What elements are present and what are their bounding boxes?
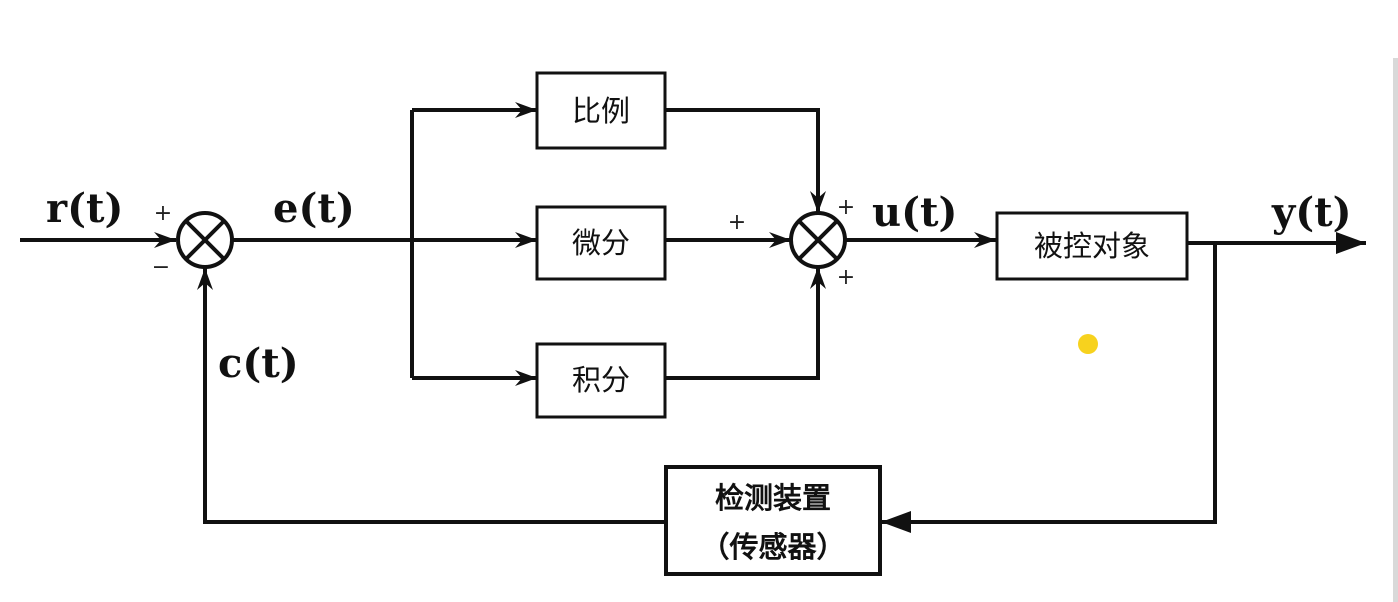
proportional-block (535, 71, 667, 150)
derivative-block (535, 205, 667, 281)
sum1-feedback-sign: − (152, 255, 170, 280)
reference-signal-label: r(t) (46, 185, 123, 232)
derivative-label: 微分 (572, 226, 630, 260)
sensor-label-line1: 检测装置 (715, 481, 831, 515)
summing-junction-2 (789, 211, 847, 269)
error-signal-label: e(t) (273, 185, 355, 232)
feedback-signal-label: c(t) (218, 340, 299, 387)
sensor-block (664, 465, 882, 576)
integral-label: 积分 (572, 363, 630, 397)
plant-label: 被控对象 (1034, 229, 1150, 263)
proportional-to-sum-line (665, 108, 826, 213)
proportional-label: 比例 (572, 94, 630, 128)
plant-block (995, 211, 1189, 281)
sensor-label-line2: （传感器） (700, 530, 845, 564)
integral-to-sum-line (665, 267, 826, 380)
sum2-top-sign: + (837, 195, 855, 220)
sum2-left-sign: + (728, 210, 746, 235)
integral-block (535, 342, 667, 419)
pointer-marker-dot (1078, 334, 1098, 354)
connections (20, 102, 1366, 533)
sum2-bottom-sign: + (837, 265, 855, 290)
feedback-return-line (197, 268, 666, 524)
control-signal-label: u(t) (872, 189, 957, 236)
window-right-edge (1393, 58, 1398, 602)
output-feedback-line (881, 243, 1217, 533)
summing-junction-1 (176, 211, 234, 269)
sum1-input-sign: + (154, 201, 172, 226)
output-signal-label: y(t) (1271, 189, 1352, 236)
